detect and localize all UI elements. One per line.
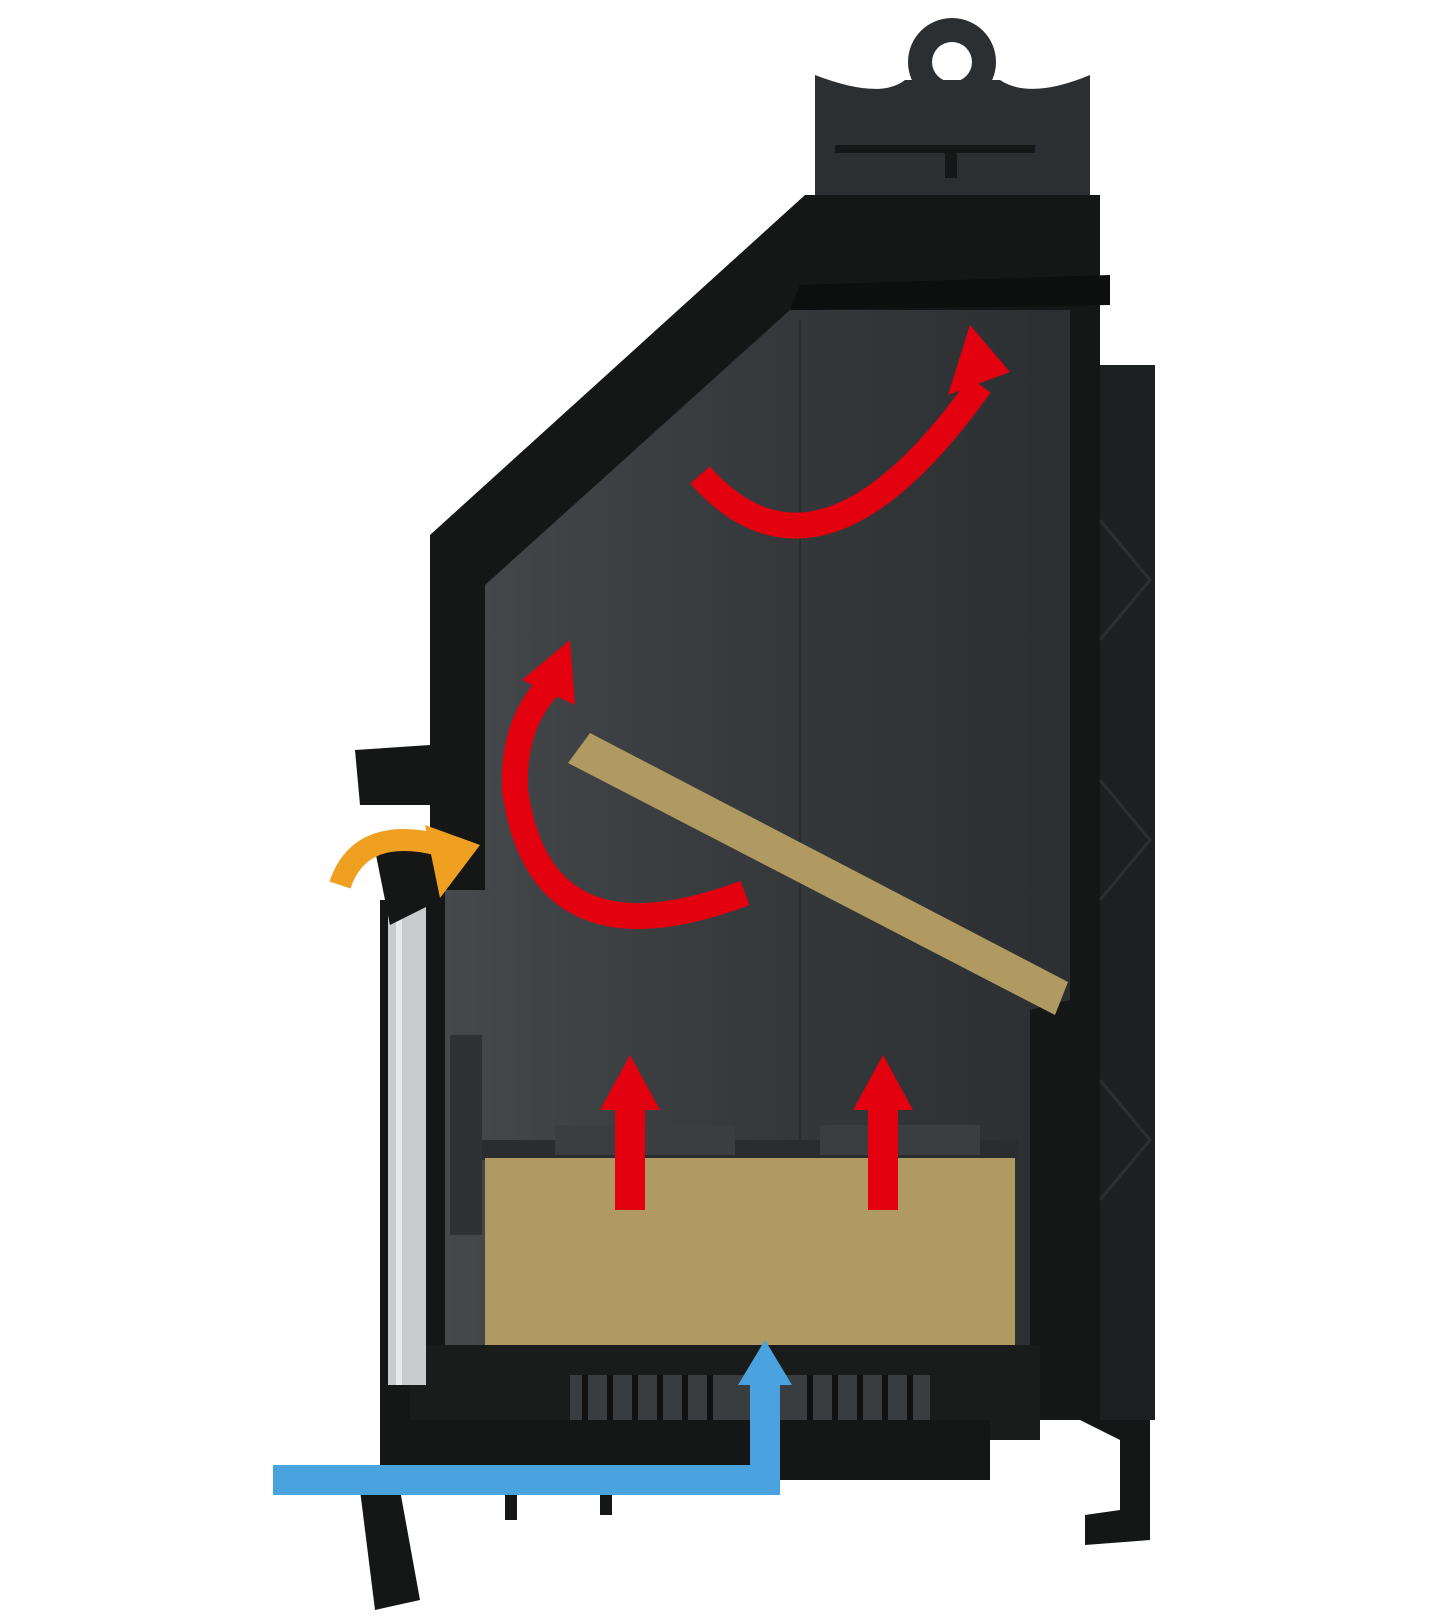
hot-air-baffle-turn-arrow-icon: [501, 640, 750, 930]
hot-air-left-rise-arrow-icon: [600, 1055, 660, 1210]
ash-grate: [380, 1345, 1040, 1480]
secondary-air-door-arrow-icon: [329, 825, 480, 898]
hot-air-flue-turn-arrow-icon: [690, 325, 1010, 539]
door-glass: [388, 905, 426, 1385]
door-handle: [355, 745, 430, 805]
primary-air-inlet-arrow-icon: [273, 1340, 792, 1495]
baffle-plate: [568, 733, 1068, 1015]
hot-air-right-rise-arrow-icon: [853, 1055, 913, 1210]
